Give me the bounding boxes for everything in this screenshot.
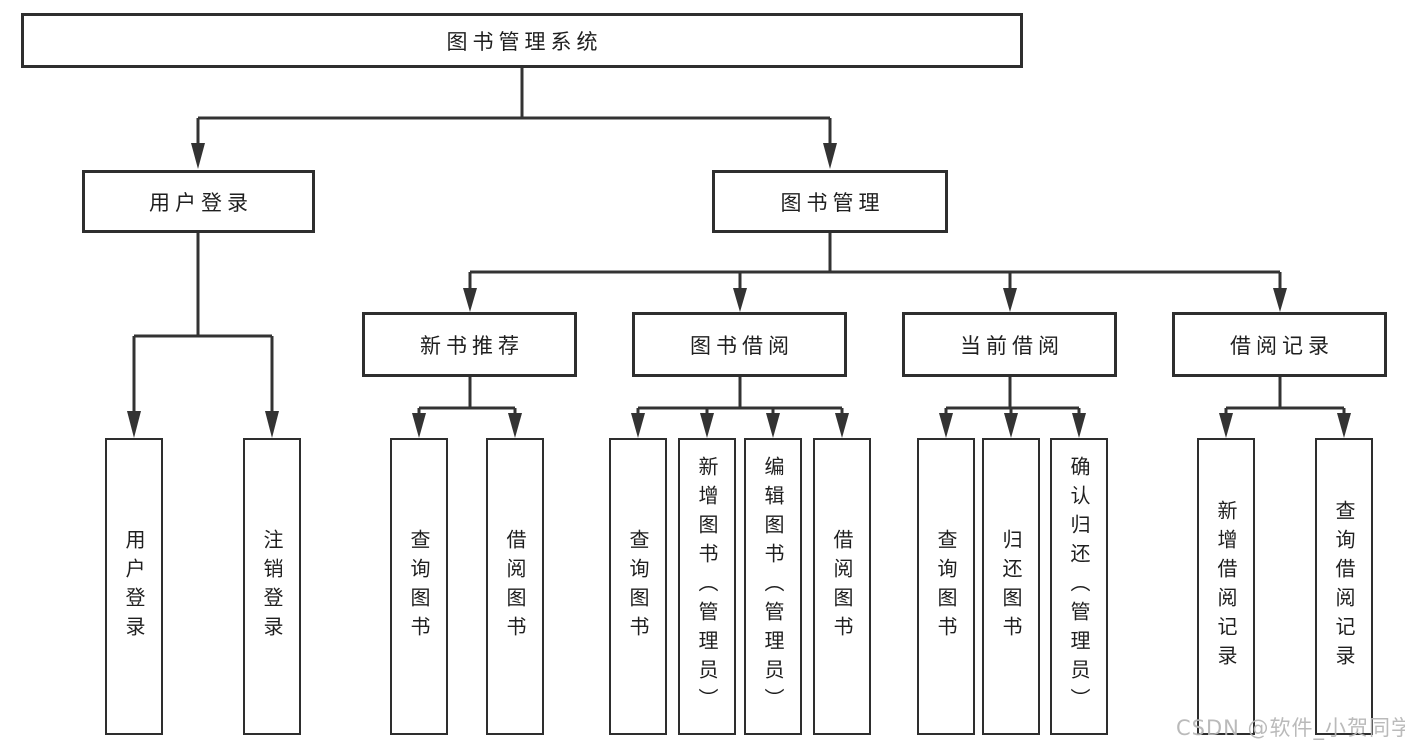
leaf-query-books: 查询图书 [609,438,667,735]
node-label: 新增图书（管理员） [695,456,719,717]
node-new-book-recommend: 新书推荐 [362,312,577,377]
node-label: 新书推荐 [420,333,524,358]
leaf-logout: 注销登录 [243,438,301,735]
node-label: 图书借阅 [690,333,794,358]
arrowheads [127,143,1351,438]
leaf-add-borrow-record: 新增借阅记录 [1197,438,1255,735]
node-label: 新增借阅记录 [1214,499,1238,674]
node-label: 借阅记录 [1230,333,1334,358]
node-label: 注销登录 [260,528,284,645]
leaf-edit-book-admin: 编辑图书（管理员） [744,438,802,735]
node-current-borrow: 当前借阅 [902,312,1117,377]
leaf-query-books: 查询图书 [917,438,975,735]
leaf-add-book-admin: 新增图书（管理员） [678,438,736,735]
node-label: 借阅图书 [830,528,854,645]
leaf-return-books: 归还图书 [982,438,1040,735]
node-book-management: 图书管理 [712,170,948,233]
leaf-confirm-return-admin: 确认归还（管理员） [1050,438,1108,735]
node-label: 查询图书 [626,528,650,645]
node-label: 查询图书 [934,528,958,645]
node-label: 用户登录 [149,190,253,215]
node-label: 归还图书 [999,528,1023,645]
node-label: 借阅图书 [503,528,527,645]
node-label: 确认归还（管理员） [1067,456,1091,717]
leaf-query-borrow-record: 查询借阅记录 [1315,438,1373,735]
node-label: 当前借阅 [960,333,1064,358]
node-label: 编辑图书（管理员） [761,456,785,717]
node-library-management-system: 图书管理系统 [21,13,1023,68]
node-label: 查询图书 [407,528,431,645]
leaf-query-books: 查询图书 [390,438,448,735]
leaf-borrow-books: 借阅图书 [813,438,871,735]
csdn-watermark: CSDN @软件_小贺同学 [1176,716,1405,740]
node-label: 图书管理系统 [446,29,603,54]
node-book-borrow: 图书借阅 [632,312,847,377]
node-user-login: 用户登录 [82,170,315,233]
node-label: 用户登录 [122,528,146,645]
node-label: 图书管理 [780,190,885,215]
leaf-user-login: 用户登录 [105,438,163,735]
node-label: 查询借阅记录 [1332,499,1356,674]
leaf-borrow-books: 借阅图书 [486,438,544,735]
node-borrow-records: 借阅记录 [1172,312,1387,377]
